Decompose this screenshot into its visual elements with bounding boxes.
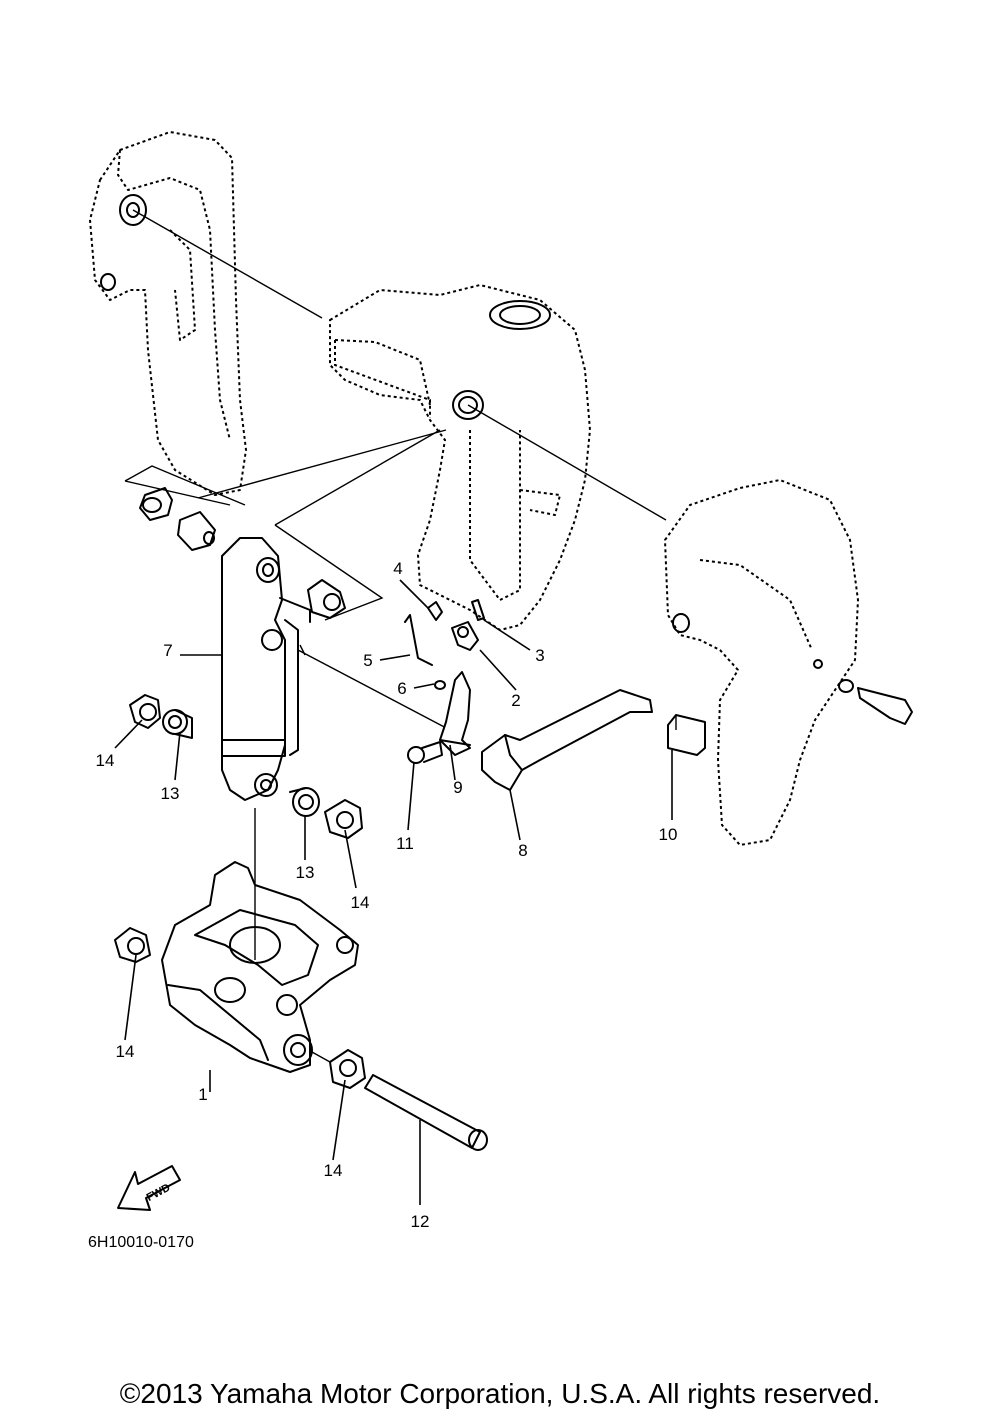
clip-4: [427, 601, 443, 621]
callout-7: 7: [163, 641, 172, 660]
bushing-14-left: [129, 694, 161, 729]
bolt-right: [838, 679, 913, 725]
callout-1: 1: [198, 1085, 207, 1104]
pin-3: [471, 599, 485, 621]
shock-absorber: [221, 537, 311, 801]
callouts: 1 2 3 4 5 6 7 8 9 10 11 12 13 13 14 14 1…: [96, 559, 678, 1231]
drawing-code: 6H10010-0170: [88, 1234, 194, 1251]
bushing-upper: [139, 487, 173, 521]
fwd-arrow-icon: FWD: [117, 1165, 181, 1211]
callout-5: 5: [363, 651, 372, 670]
clamp-bracket-left: [89, 131, 247, 496]
callout-12: 12: [411, 1212, 430, 1231]
callout-11: 11: [396, 834, 414, 853]
clamp-bracket-right: [664, 479, 859, 846]
lever-9: [439, 671, 471, 756]
callout-14b: 14: [351, 893, 370, 912]
tilt-shaft: [364, 1074, 488, 1151]
callout-9: 9: [453, 778, 462, 797]
callout-13b: 13: [296, 863, 315, 882]
bushing-cylinder-top: [307, 579, 346, 619]
callout-10: 10: [659, 825, 678, 844]
lever-8: [481, 689, 653, 791]
bushing-13-left: [162, 709, 193, 739]
callout-8: 8: [518, 841, 527, 860]
washer-6: [434, 680, 446, 690]
callout-14a: 14: [96, 751, 115, 770]
alignment-lines: [124, 209, 667, 731]
callout-4: 4: [393, 559, 402, 578]
copyright-notice: ©2013 Yamaha Motor Corporation, U.S.A. A…: [119, 1378, 881, 1409]
bushing-14-lower-left: [114, 927, 151, 963]
leader-lines: [114, 579, 673, 1205]
collar-2: [451, 621, 479, 651]
bushing-14-lower-right: [311, 1049, 366, 1089]
bushing-13-center: [289, 787, 320, 817]
callout-14d: 14: [324, 1161, 343, 1180]
callout-13a: 13: [161, 784, 180, 803]
collar-upper: [177, 511, 216, 551]
bolt-11: [407, 741, 443, 764]
callout-3: 3: [535, 646, 544, 665]
callout-6: 6: [397, 679, 406, 698]
pad-10: [667, 714, 706, 756]
callout-14c: 14: [116, 1042, 135, 1061]
callout-2: 2: [511, 691, 520, 710]
rod-5: [404, 614, 433, 666]
bracket-lower: [161, 808, 359, 1073]
bushing-14-center: [324, 799, 363, 839]
swivel-bracket: [329, 284, 591, 631]
